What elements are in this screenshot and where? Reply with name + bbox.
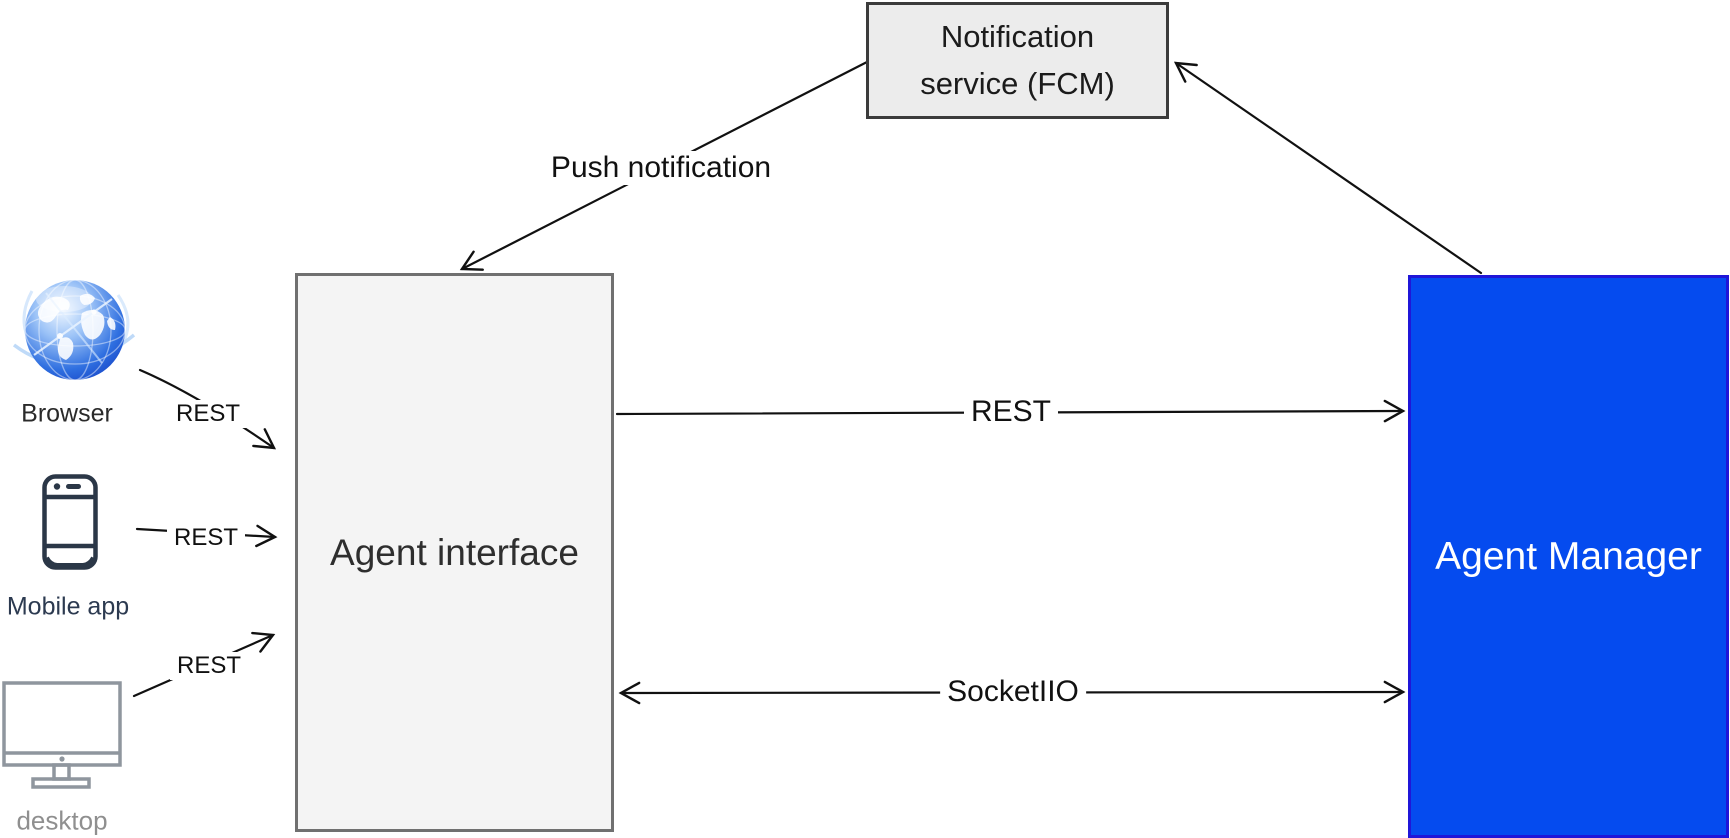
mobile-app-caption: Mobile app bbox=[6, 592, 130, 621]
edge-manager-to-fcm bbox=[1173, 61, 1483, 275]
edge-label-browser-rest: REST bbox=[168, 400, 248, 428]
edge-label-desktop-rest: REST bbox=[169, 652, 249, 680]
desktop-caption: desktop bbox=[16, 805, 108, 836]
edge-label-push-notification: Push notification bbox=[543, 151, 779, 185]
edge-label-rest-main: REST bbox=[963, 395, 1059, 429]
desktop-monitor-icon bbox=[2, 681, 122, 789]
globe-browser-icon bbox=[12, 280, 136, 380]
agent-manager-label: Agent Manager bbox=[1435, 534, 1702, 578]
node-notification-service: Notification service (FCM) bbox=[866, 2, 1169, 119]
browser-caption: Browser bbox=[21, 399, 113, 428]
edge-label-mobile-rest: REST bbox=[166, 524, 246, 552]
smartphone-icon bbox=[42, 474, 98, 570]
node-agent-interface: Agent interface bbox=[295, 273, 614, 832]
notification-service-label-line2: service (FCM) bbox=[920, 65, 1115, 101]
notification-service-label-line1: Notification bbox=[940, 19, 1095, 54]
node-agent-manager: Agent Manager bbox=[1408, 275, 1729, 838]
edge-label-socketio: SocketIIO bbox=[940, 675, 1086, 709]
agent-interface-label: Agent interface bbox=[330, 531, 579, 573]
